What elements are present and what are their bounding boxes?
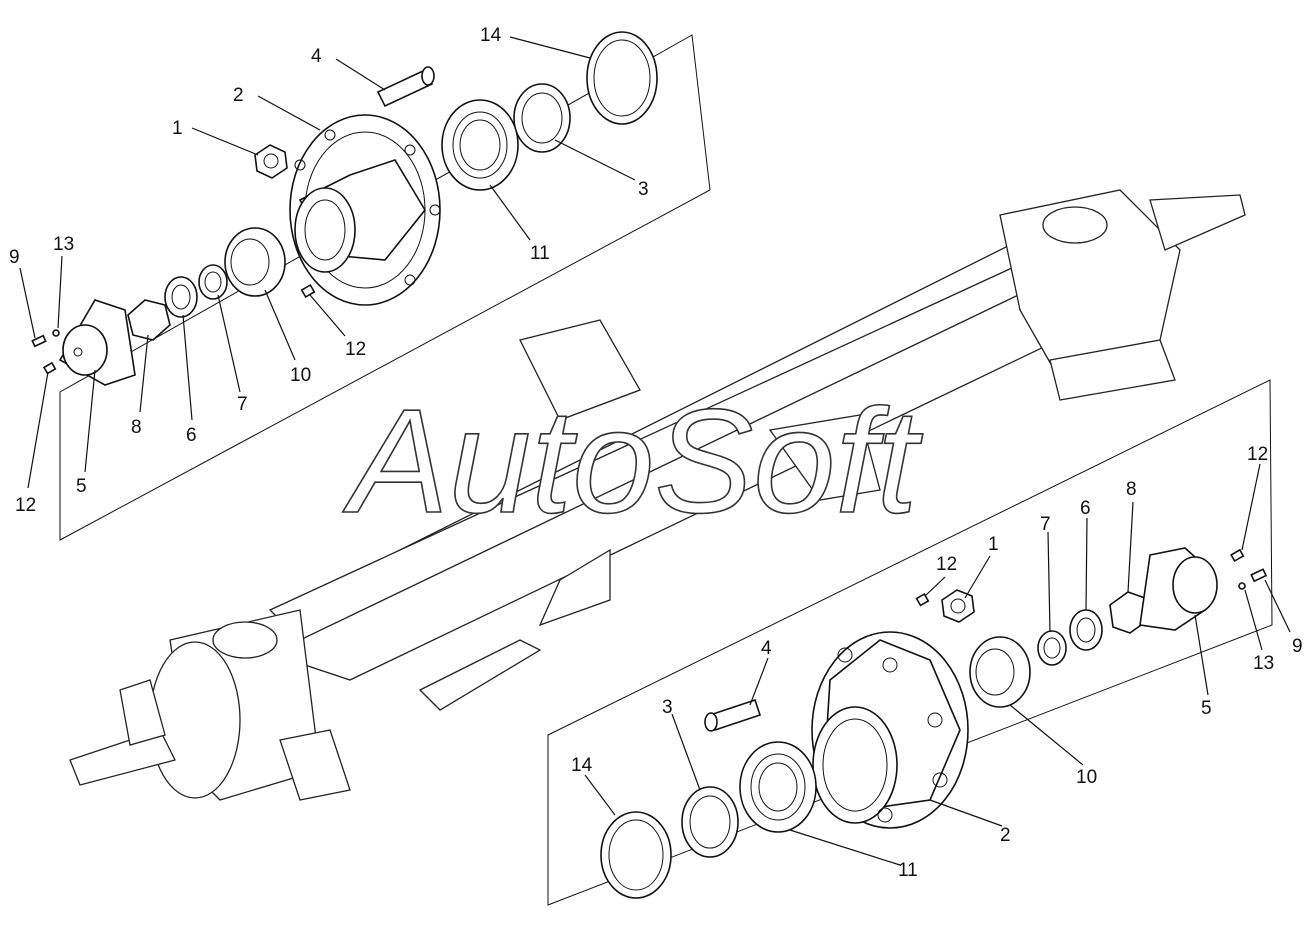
top-callout-1: 1	[172, 118, 183, 139]
top-callout-5: 5	[76, 476, 87, 497]
bottom-callout-5: 5	[1201, 698, 1212, 719]
top-callouts: 14 4 2 1 3 11 12 10 7 6 8 5 12 13 9	[9, 25, 649, 516]
top-cap-5	[58, 299, 136, 386]
top-callout-12a: 12	[345, 339, 366, 360]
bottom-fitting-12a	[915, 592, 930, 607]
bottom-callout-2: 2	[1000, 825, 1011, 846]
bottom-pin-4	[704, 698, 762, 732]
top-bearing-11	[441, 99, 519, 191]
bottom-hub-2	[811, 631, 969, 829]
top-callout-8: 8	[131, 417, 142, 438]
top-callout-6: 6	[186, 425, 197, 446]
bottom-cap-5	[1139, 547, 1218, 631]
top-group-frame	[59, 34, 711, 541]
top-hub-2	[289, 114, 441, 306]
bottom-callout-7: 7	[1040, 514, 1051, 535]
top-callout-9: 9	[9, 247, 20, 268]
top-callout-12b: 12	[15, 495, 36, 516]
top-callout-10: 10	[290, 365, 311, 386]
top-fitting-12b	[42, 361, 57, 375]
bottom-callout-10: 10	[1076, 767, 1097, 788]
bottom-group-frame	[547, 379, 1273, 906]
top-fitting-12a	[300, 283, 316, 299]
top-callout-2: 2	[233, 85, 244, 106]
bottom-bolt-9	[1250, 568, 1268, 583]
top-callout-3: 3	[638, 179, 649, 200]
bottom-callout-9: 9	[1292, 636, 1303, 657]
top-callout-11: 11	[530, 243, 550, 264]
bottom-bearing-10	[969, 636, 1031, 708]
bottom-callout-1: 1	[988, 534, 999, 555]
top-bearing-10	[224, 227, 286, 297]
bottom-bearing-11	[739, 741, 817, 833]
top-callout-4: 4	[311, 46, 322, 67]
bottom-callout-4: 4	[761, 638, 772, 659]
axle-beam	[69, 189, 1246, 801]
top-callout-7: 7	[237, 394, 248, 415]
bottom-ring-3	[681, 786, 739, 858]
bottom-callouts: 1 12 7 6 8 12 9 13 5 10 2 11 4 3 14	[571, 444, 1303, 881]
top-bolt-9	[31, 334, 47, 348]
bottom-callout-11: 11	[898, 860, 918, 881]
top-callout-14: 14	[480, 25, 502, 46]
bottom-callout-14: 14	[571, 755, 593, 776]
bottom-nut-1	[941, 589, 975, 623]
bottom-leader-lines	[584, 463, 1291, 866]
bottom-washer-13	[1238, 582, 1246, 590]
top-callout-13: 13	[53, 234, 74, 255]
top-nut-8	[127, 299, 171, 341]
top-leader-lines	[19, 36, 636, 489]
bottom-callout-12a: 12	[936, 554, 957, 575]
bottom-washer-7	[1037, 630, 1067, 666]
top-washer-13	[52, 329, 60, 337]
watermark: AutoSoft	[342, 379, 924, 544]
top-washer-6	[164, 276, 198, 318]
bottom-callout-13: 13	[1253, 653, 1274, 674]
bottom-callout-6: 6	[1080, 498, 1091, 519]
bottom-fitting-12b	[1230, 548, 1245, 563]
top-pin-4	[376, 66, 435, 108]
top-nut-1	[254, 144, 288, 179]
bottom-callout-8: 8	[1126, 479, 1137, 500]
top-seal-14	[586, 31, 658, 125]
bottom-callout-12b: 12	[1247, 444, 1268, 465]
top-ring-3	[513, 83, 571, 153]
bottom-seal-14	[600, 811, 672, 899]
bottom-washer-6	[1069, 609, 1103, 651]
top-washer-7	[198, 264, 228, 300]
bottom-callout-3: 3	[662, 697, 673, 718]
